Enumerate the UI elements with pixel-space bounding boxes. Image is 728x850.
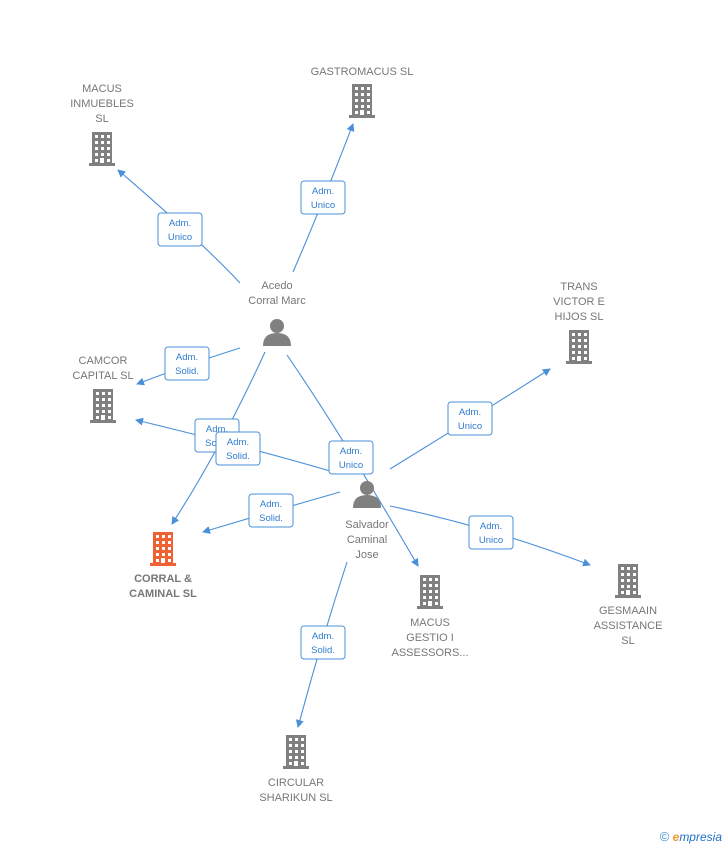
edge-label-line: Unico (479, 535, 503, 546)
edge-label-line: Adm. (312, 631, 334, 642)
edge-label-line: Adm. (340, 446, 362, 457)
edge-label-box (215, 431, 261, 466)
edge-label-line: Solid. (311, 645, 335, 656)
node-macus_inmuebles[interactable]: MACUS INMUEBLES SL (70, 83, 134, 166)
edge-role-label[interactable]: Adm. Solid. (248, 493, 294, 528)
node-label: SL (621, 635, 634, 647)
brand-footer: © empresia (660, 829, 722, 844)
node-label: MACUS (82, 83, 122, 95)
copyright-symbol: © (659, 829, 670, 844)
node-label: VICTOR E (553, 296, 605, 308)
node-label: GESTIO I (406, 632, 454, 644)
edge-label-box (328, 440, 374, 475)
node-label: Jose (355, 549, 378, 561)
edge-label-line: Adm. (169, 218, 191, 229)
edge-role-label[interactable]: Adm. Unico (328, 440, 374, 475)
edge-label-box (300, 625, 346, 660)
brand-initial: e (672, 830, 680, 844)
node-label: ASSESSORS... (391, 647, 468, 659)
edge-label-line: Solid. (175, 366, 199, 377)
edge-label-line: Adm. (176, 352, 198, 363)
edge-role-label[interactable]: Adm. Solid. (215, 431, 261, 466)
node-gesmaain[interactable]: GESMAAIN ASSISTANCE SL (594, 564, 663, 647)
node-label: HIJOS SL (555, 311, 604, 323)
edge-label-box (164, 346, 210, 381)
edge-label-line: Adm. (312, 186, 334, 197)
node-trans_victor[interactable]: TRANS VICTOR E HIJOS SL (553, 281, 605, 364)
building-icon (283, 735, 309, 769)
node-label: Corral Marc (248, 295, 306, 307)
building-icon (349, 84, 375, 118)
node-label: CORRAL & (134, 573, 192, 585)
building-icon (615, 564, 641, 598)
edge-label-line: Unico (458, 421, 482, 432)
node-macus_gestio[interactable]: MACUS GESTIO I ASSESSORS... (391, 575, 469, 659)
node-label: Acedo (261, 280, 292, 292)
edge-role-label[interactable]: Adm. Solid. (164, 346, 210, 381)
building-icon (90, 389, 116, 423)
node-circular[interactable]: CIRCULAR SHARIKUN SL (259, 735, 333, 804)
building-icon (417, 575, 443, 609)
edge-role-label[interactable]: Adm. Unico (468, 515, 514, 550)
node-corral_caminal[interactable]: CORRAL & CAMINAL SL (129, 532, 197, 600)
edge-label-line: Adm. (206, 424, 228, 435)
brand-name: mpresia (679, 830, 722, 844)
person-icon (353, 481, 381, 508)
node-gastromacus[interactable]: GASTROMACUS SL (311, 66, 414, 118)
node-label: GESMAAIN (599, 605, 657, 617)
edge-label-line: Adm. (480, 521, 502, 532)
edge-role-label[interactable]: Adm. Unico (157, 212, 203, 247)
node-label: INMUEBLES (70, 98, 134, 110)
edge-label-line: Unico (168, 232, 192, 243)
edge-label-box (468, 515, 514, 550)
edge-role-label[interactable]: Adm. Unico (447, 401, 493, 436)
edge-label-line: Adm. (227, 437, 249, 448)
edge-label-line: Unico (339, 460, 363, 471)
node-label: CAPITAL SL (72, 370, 133, 382)
edge-label-box (157, 212, 203, 247)
node-label: SHARIKUN SL (259, 792, 332, 804)
edge-label-box (447, 401, 493, 436)
node-label: GASTROMACUS SL (311, 66, 414, 78)
node-label: CAMINAL SL (129, 588, 197, 600)
node-label: Salvador (345, 519, 389, 531)
node-label: TRANS (560, 281, 597, 293)
node-label: Caminal (347, 534, 387, 546)
node-label: CAMCOR (79, 355, 128, 367)
node-label: CIRCULAR (268, 777, 324, 789)
edge-label-line: Solid. (259, 513, 283, 524)
edge-label-box (248, 493, 294, 528)
node-label: ASSISTANCE (594, 620, 663, 632)
edge-label-line: Unico (311, 200, 335, 211)
building-icon (89, 132, 115, 166)
edge-role-label[interactable]: Adm. Unico (300, 180, 346, 215)
building-icon (150, 532, 176, 566)
person-icon (263, 319, 291, 346)
building-icon (566, 330, 592, 364)
edge-label-line: Adm. (459, 407, 481, 418)
node-label: SL (95, 113, 108, 125)
edge-label-box (300, 180, 346, 215)
edge-label-line: Solid. (226, 451, 250, 462)
node-camcor[interactable]: CAMCOR CAPITAL SL (72, 355, 134, 423)
node-label: MACUS (410, 617, 450, 629)
edge-label-line: Adm. (260, 499, 282, 510)
edge-role-label[interactable]: Adm. Solid. (300, 625, 346, 660)
